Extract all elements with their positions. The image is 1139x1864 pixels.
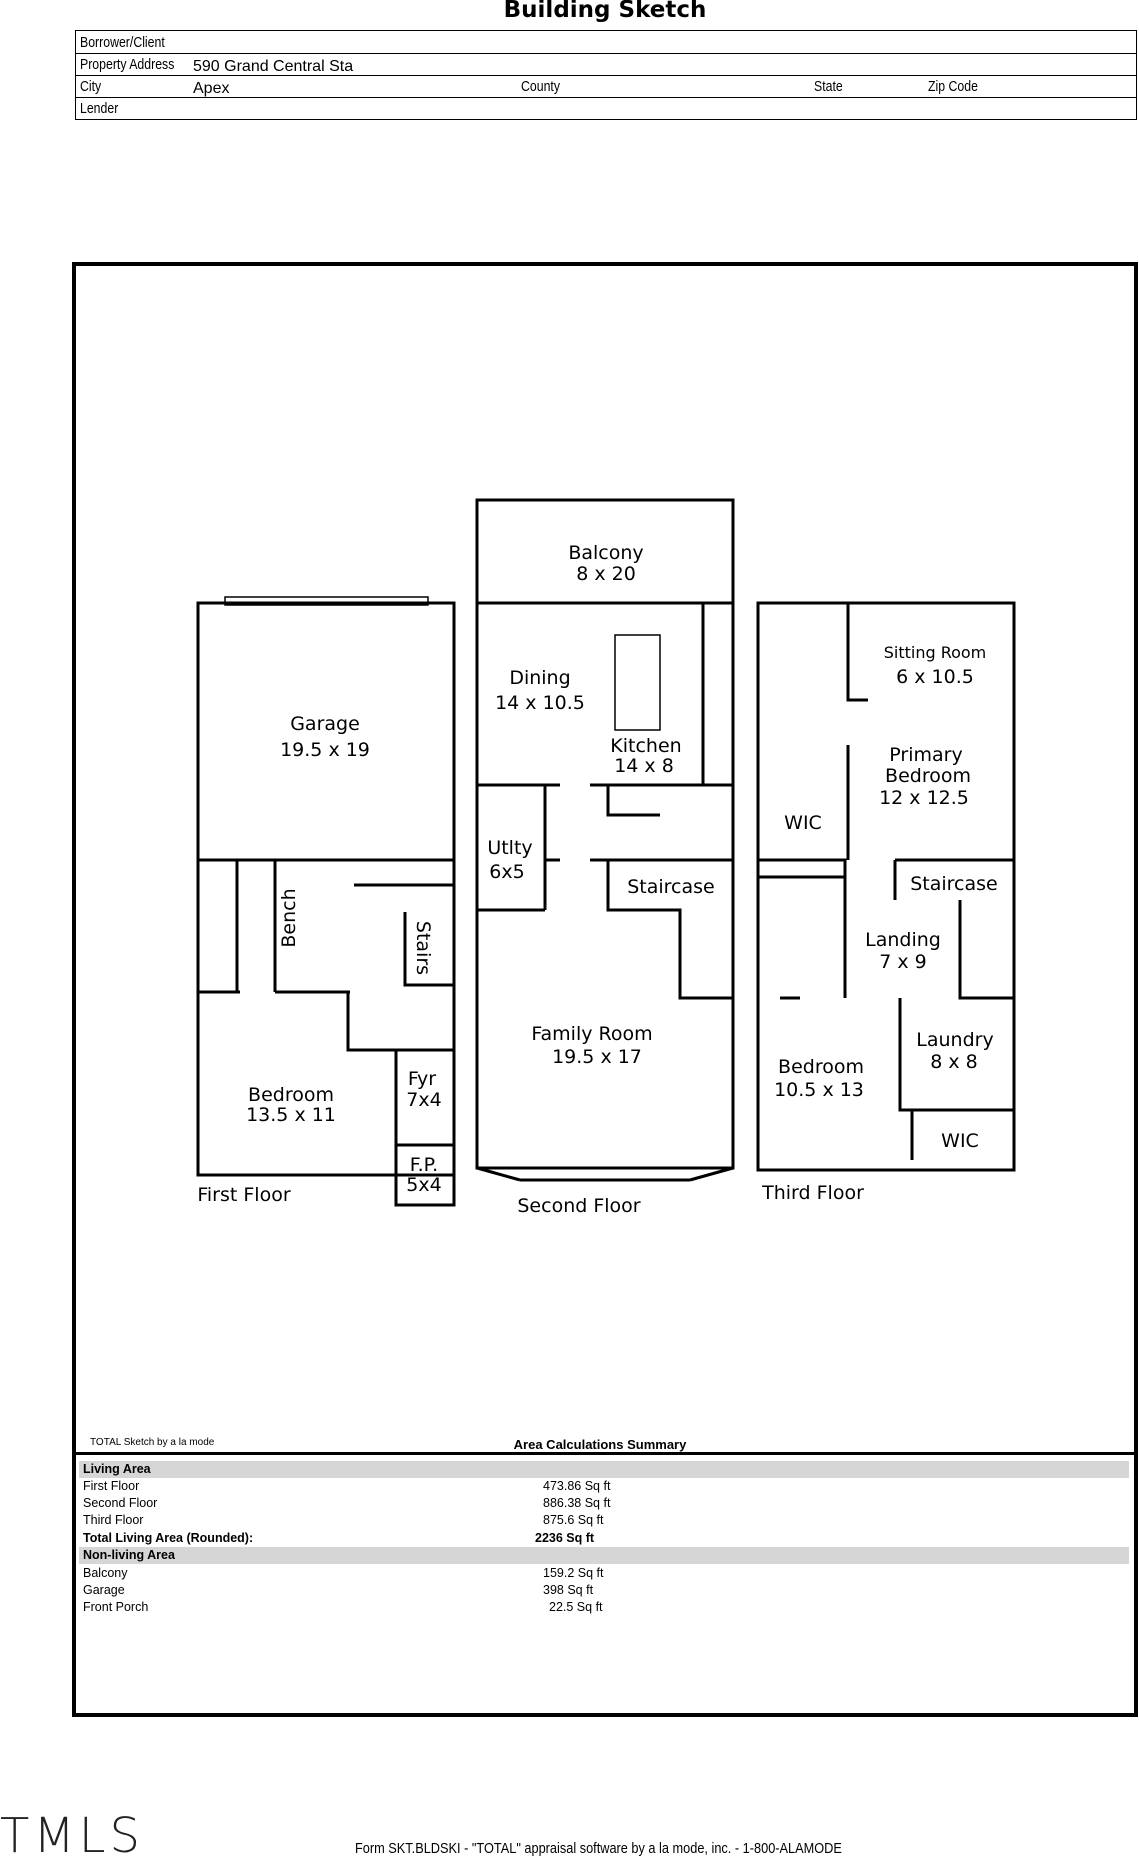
room-fp-dim: 5x4 — [406, 1174, 441, 1196]
room-garage: Garage — [290, 713, 360, 735]
room-primary-2: Bedroom — [885, 765, 971, 787]
room-landing-dim: 7 x 9 — [879, 951, 927, 973]
room-laundry-dim: 8 x 8 — [930, 1051, 978, 1073]
label-first-floor: First Floor — [197, 1184, 290, 1206]
room-family-dim: 19.5 x 17 — [552, 1046, 642, 1068]
room-stairs: Stairs — [412, 921, 434, 975]
room-laundry: Laundry — [916, 1029, 993, 1051]
row-name: Garage — [83, 1583, 125, 1597]
label-second-floor: Second Floor — [517, 1195, 640, 1217]
row-value: 22.5 Sq ft — [549, 1600, 603, 1614]
room-fp: F.P. — [410, 1154, 438, 1176]
room-wic-2: WIC — [941, 1130, 979, 1152]
row-value: 473.86 Sq ft — [543, 1479, 611, 1493]
room-family: Family Room — [531, 1023, 652, 1045]
row-name: Balcony — [83, 1566, 128, 1580]
fp-outline — [394, 1143, 456, 1207]
total-label: Total Living Area (Rounded): — [83, 1531, 254, 1545]
lender-row: Lender — [76, 97, 1136, 119]
nonliving-heading-row: Non-living Area — [79, 1547, 1129, 1564]
summary-heading: Area Calculations Summary — [513, 1437, 687, 1452]
room-staircase-2: Staircase — [627, 876, 715, 898]
row-name: Third Floor — [83, 1513, 144, 1527]
borrower-row: Borrower/Client — [76, 31, 1136, 54]
address-label: Property Address — [80, 56, 175, 73]
page-title: Building Sketch — [503, 0, 707, 23]
table-row: Second Floor 886.38 Sq ft — [79, 1495, 1129, 1512]
third-floor-outline — [756, 601, 1016, 1172]
sketch-frame — [72, 262, 1138, 1717]
row-name: Front Porch — [83, 1600, 149, 1614]
room-primary-dim: 12 x 12.5 — [879, 787, 969, 809]
borrower-label: Borrower/Client — [80, 34, 165, 51]
city-row: City Apex County State Zip Code — [76, 75, 1136, 98]
living-heading: Living Area — [83, 1462, 151, 1476]
room-bedroom-1-dim: 13.5 x 11 — [246, 1104, 336, 1126]
room-kitchen-dim: 14 x 8 — [614, 755, 674, 777]
tmls-logo: TMLS — [0, 1808, 144, 1864]
second-floor-outline — [475, 498, 735, 1170]
label-third-floor: Third Floor — [761, 1182, 864, 1204]
property-header: Borrower/Client Property Address 590 Gra… — [75, 30, 1137, 120]
room-fyr-dim: 7x4 — [406, 1089, 441, 1111]
summary-divider — [72, 1452, 1138, 1455]
table-row: First Floor 473.86 Sq ft — [79, 1478, 1129, 1495]
address-value: 590 Grand Central Sta — [193, 58, 354, 75]
room-balcony: Balcony — [568, 542, 643, 564]
room-bedroom-1: Bedroom — [248, 1084, 334, 1106]
county-label: County — [521, 78, 560, 95]
room-sitting: Sitting Room — [884, 643, 987, 662]
room-utlty-dim: 6x5 — [489, 861, 524, 883]
city-label: City — [80, 78, 102, 95]
zip-label: Zip Code — [928, 78, 978, 95]
table-row: Third Floor 875.6 Sq ft — [79, 1512, 1129, 1529]
total-row: Total Living Area (Rounded): 2236 Sq ft — [79, 1530, 1129, 1547]
room-landing: Landing — [865, 929, 941, 951]
city-value: Apex — [193, 80, 230, 97]
room-kitchen: Kitchen — [610, 735, 681, 757]
room-dining-dim: 14 x 10.5 — [495, 692, 585, 714]
living-heading-row: Living Area — [79, 1461, 1129, 1478]
room-bedroom-3: Bedroom — [778, 1056, 864, 1078]
address-row: Property Address 590 Grand Central Sta — [76, 53, 1136, 76]
sketch-credit: TOTAL Sketch by a la mode — [90, 1437, 215, 1448]
room-balcony-dim: 8 x 20 — [576, 563, 636, 585]
form-footer: Form SKT.BLDSKI - "TOTAL" appraisal soft… — [355, 1840, 842, 1857]
first-floor-outline — [196, 601, 456, 1177]
row-name: Second Floor — [83, 1496, 158, 1510]
room-wic: WIC — [784, 812, 822, 834]
room-bench: Bench — [278, 888, 300, 947]
row-value: 875.6 Sq ft — [543, 1513, 604, 1527]
total-value: 2236 Sq ft — [535, 1531, 595, 1545]
room-staircase-3: Staircase — [910, 873, 998, 895]
row-value: 159.2 Sq ft — [543, 1566, 604, 1580]
table-row: Garage 398 Sq ft — [79, 1582, 1129, 1599]
lender-label: Lender — [80, 100, 119, 117]
room-sitting-dim: 6 x 10.5 — [896, 666, 974, 688]
table-row: Front Porch 22.5 Sq ft — [79, 1599, 1129, 1616]
nonliving-heading: Non-living Area — [83, 1548, 175, 1562]
table-row: Balcony 159.2 Sq ft — [79, 1565, 1129, 1582]
row-value: 886.38 Sq ft — [543, 1496, 611, 1510]
state-label: State — [814, 78, 843, 95]
room-dining: Dining — [509, 667, 570, 689]
room-utlty: Utlty — [487, 837, 532, 859]
room-bedroom-3-dim: 10.5 x 13 — [774, 1079, 864, 1101]
room-primary-1: Primary — [889, 744, 962, 766]
row-name: First Floor — [83, 1479, 140, 1493]
room-garage-dim: 19.5 x 19 — [280, 739, 370, 761]
row-value: 398 Sq ft — [543, 1583, 594, 1597]
room-fyr: Fyr — [408, 1068, 436, 1090]
